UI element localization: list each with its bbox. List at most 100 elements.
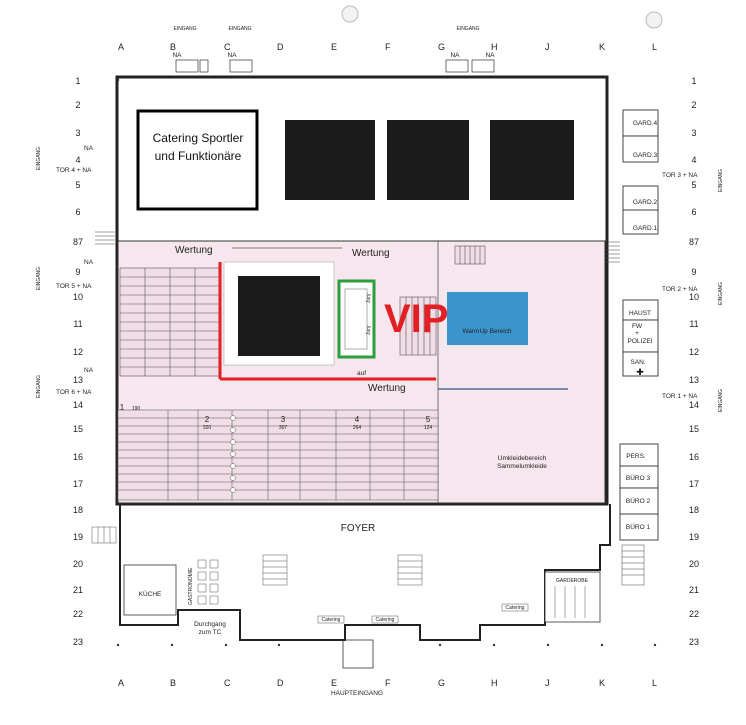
row-label: 18: [73, 505, 83, 515]
block-count: 124: [424, 425, 433, 431]
catering-counter: Catering: [506, 605, 525, 611]
competition-area-block: [490, 120, 574, 200]
row-label: 17: [689, 479, 699, 489]
passage-label-1: Durchgang: [194, 621, 226, 628]
room-buero1: BÜRO 1: [626, 523, 651, 531]
col-label: F: [385, 42, 391, 52]
row-label: 20: [689, 559, 699, 569]
right-rooms: [619, 109, 659, 541]
left-gates: TOR 4 + NA NA TOR 5 + NA NA TOR 6 + NA N…: [56, 145, 94, 396]
col-label: A: [118, 678, 124, 688]
row-label: 9: [75, 267, 80, 277]
room-haust: HAUST: [629, 310, 651, 317]
block-count: 264: [353, 425, 362, 431]
na-label: NA: [485, 52, 495, 59]
na-label: NA: [84, 367, 94, 374]
changing-area-line1: Umkleidebereich: [498, 455, 547, 462]
room-gard2: GARD.2: [633, 199, 658, 206]
row-label: 20: [73, 559, 83, 569]
row-label: 87: [689, 237, 699, 247]
row-label: 12: [689, 347, 699, 357]
col-label: B: [170, 42, 176, 52]
competition-area-block: [387, 120, 469, 200]
col-label: A: [118, 42, 124, 52]
row-label: 17: [73, 479, 83, 489]
block-number: 5: [426, 415, 431, 424]
na-label: NA: [450, 52, 460, 59]
row-label: 11: [689, 319, 698, 329]
row-label: 21: [689, 585, 699, 595]
col-label: C: [224, 42, 231, 52]
na-label: NA: [84, 259, 94, 266]
col-label: B: [170, 678, 176, 688]
row-label: 16: [73, 452, 83, 462]
row-label: 5: [691, 180, 696, 190]
row-label: 3: [75, 128, 80, 138]
col-label: J: [545, 678, 550, 688]
kitchen-label: KÜCHE: [139, 590, 162, 598]
competition-area-center: [238, 276, 320, 356]
catering-athletes-box: [136, 109, 259, 211]
na-label: NA: [172, 52, 182, 59]
jury-table: [344, 288, 368, 350]
passage-label-2: zum TC: [199, 629, 222, 636]
foyer-label: FOYER: [341, 523, 375, 534]
block-numbers: 1 190 2 320 3 307 4 264 5 124: [120, 403, 433, 431]
gate-tor5: TOR 5 + NA: [56, 283, 92, 290]
block-number: 3: [281, 415, 286, 424]
kitchen-room: [123, 564, 177, 616]
top-doors: [175, 59, 495, 73]
block-number: 2: [205, 415, 210, 424]
gate-tor2: TOR 2 + NA: [662, 286, 698, 293]
entrance-label: EINGANG: [173, 26, 196, 32]
row-label: 22: [73, 609, 83, 619]
catering-counter: Catering: [376, 617, 395, 623]
row-label: 18: [689, 505, 699, 515]
cloakroom-racks: [554, 586, 586, 618]
column-labels-top: A B C D E F G H J K L: [118, 42, 657, 52]
competition-area-block: [285, 120, 375, 200]
row-label: 19: [73, 532, 83, 542]
room-pers: PERS.: [626, 453, 646, 460]
row-label: 10: [689, 292, 699, 302]
row-label: 23: [689, 637, 699, 647]
catering-line2: und Funktionäre: [155, 149, 242, 163]
row-labels-left: 1 2 3 4 5 6 87 9 10 11 12 13 14 15 16 17…: [73, 76, 83, 647]
room-san: SAN.: [630, 359, 645, 366]
entrance-label: EINGANG: [456, 26, 479, 32]
gate-tor6: TOR 6 + NA: [56, 389, 92, 396]
changing-area-line2: Sammelumkleide: [497, 463, 547, 470]
room-gard4: GARD.4: [633, 120, 658, 127]
right-stands-upper: [399, 296, 437, 356]
col-label: G: [438, 42, 445, 52]
gate-tor1: TOR 1 + NA: [662, 393, 698, 400]
col-label: L: [652, 678, 657, 688]
left-entrance-labels: EINGANG EINGANG EINGANG: [36, 147, 42, 398]
foyer-outline: [119, 504, 611, 641]
entrance-label: EINGANG: [36, 375, 42, 398]
entrance-label: EINGANG: [228, 26, 251, 32]
punch-hole: [341, 5, 359, 23]
row-label: 11: [73, 319, 82, 329]
grid-dots: [116, 78, 657, 647]
gate-tor3: TOR 3 + NA: [662, 172, 698, 179]
row-label: 2: [75, 100, 80, 110]
na-label: NA: [227, 52, 237, 59]
block-count: 307: [279, 425, 288, 431]
row-label: 16: [689, 452, 699, 462]
right-gates: TOR 3 + NA TOR 2 + NA TOR 1 + NA: [662, 172, 698, 400]
top-door-na: NA NA NA NA: [172, 52, 495, 59]
first-aid-icon: ✚: [636, 368, 644, 378]
col-label: H: [491, 42, 498, 52]
col-label: J: [545, 42, 550, 52]
room-buero2: BÜRO 2: [626, 497, 651, 505]
right-room-labels: GARD.4 GARD.3 GARD.2 GARD.1 HAUST FW + P…: [626, 120, 658, 531]
row-label: 12: [73, 347, 83, 357]
col-label: H: [491, 678, 498, 688]
cloakroom: [544, 571, 601, 623]
catering-counters: Catering Catering Catering: [317, 603, 529, 624]
row-label: 4: [75, 155, 80, 165]
wertung-label: Wertung: [352, 248, 390, 259]
jury-box: [337, 279, 376, 359]
row-label: 9: [691, 267, 696, 277]
